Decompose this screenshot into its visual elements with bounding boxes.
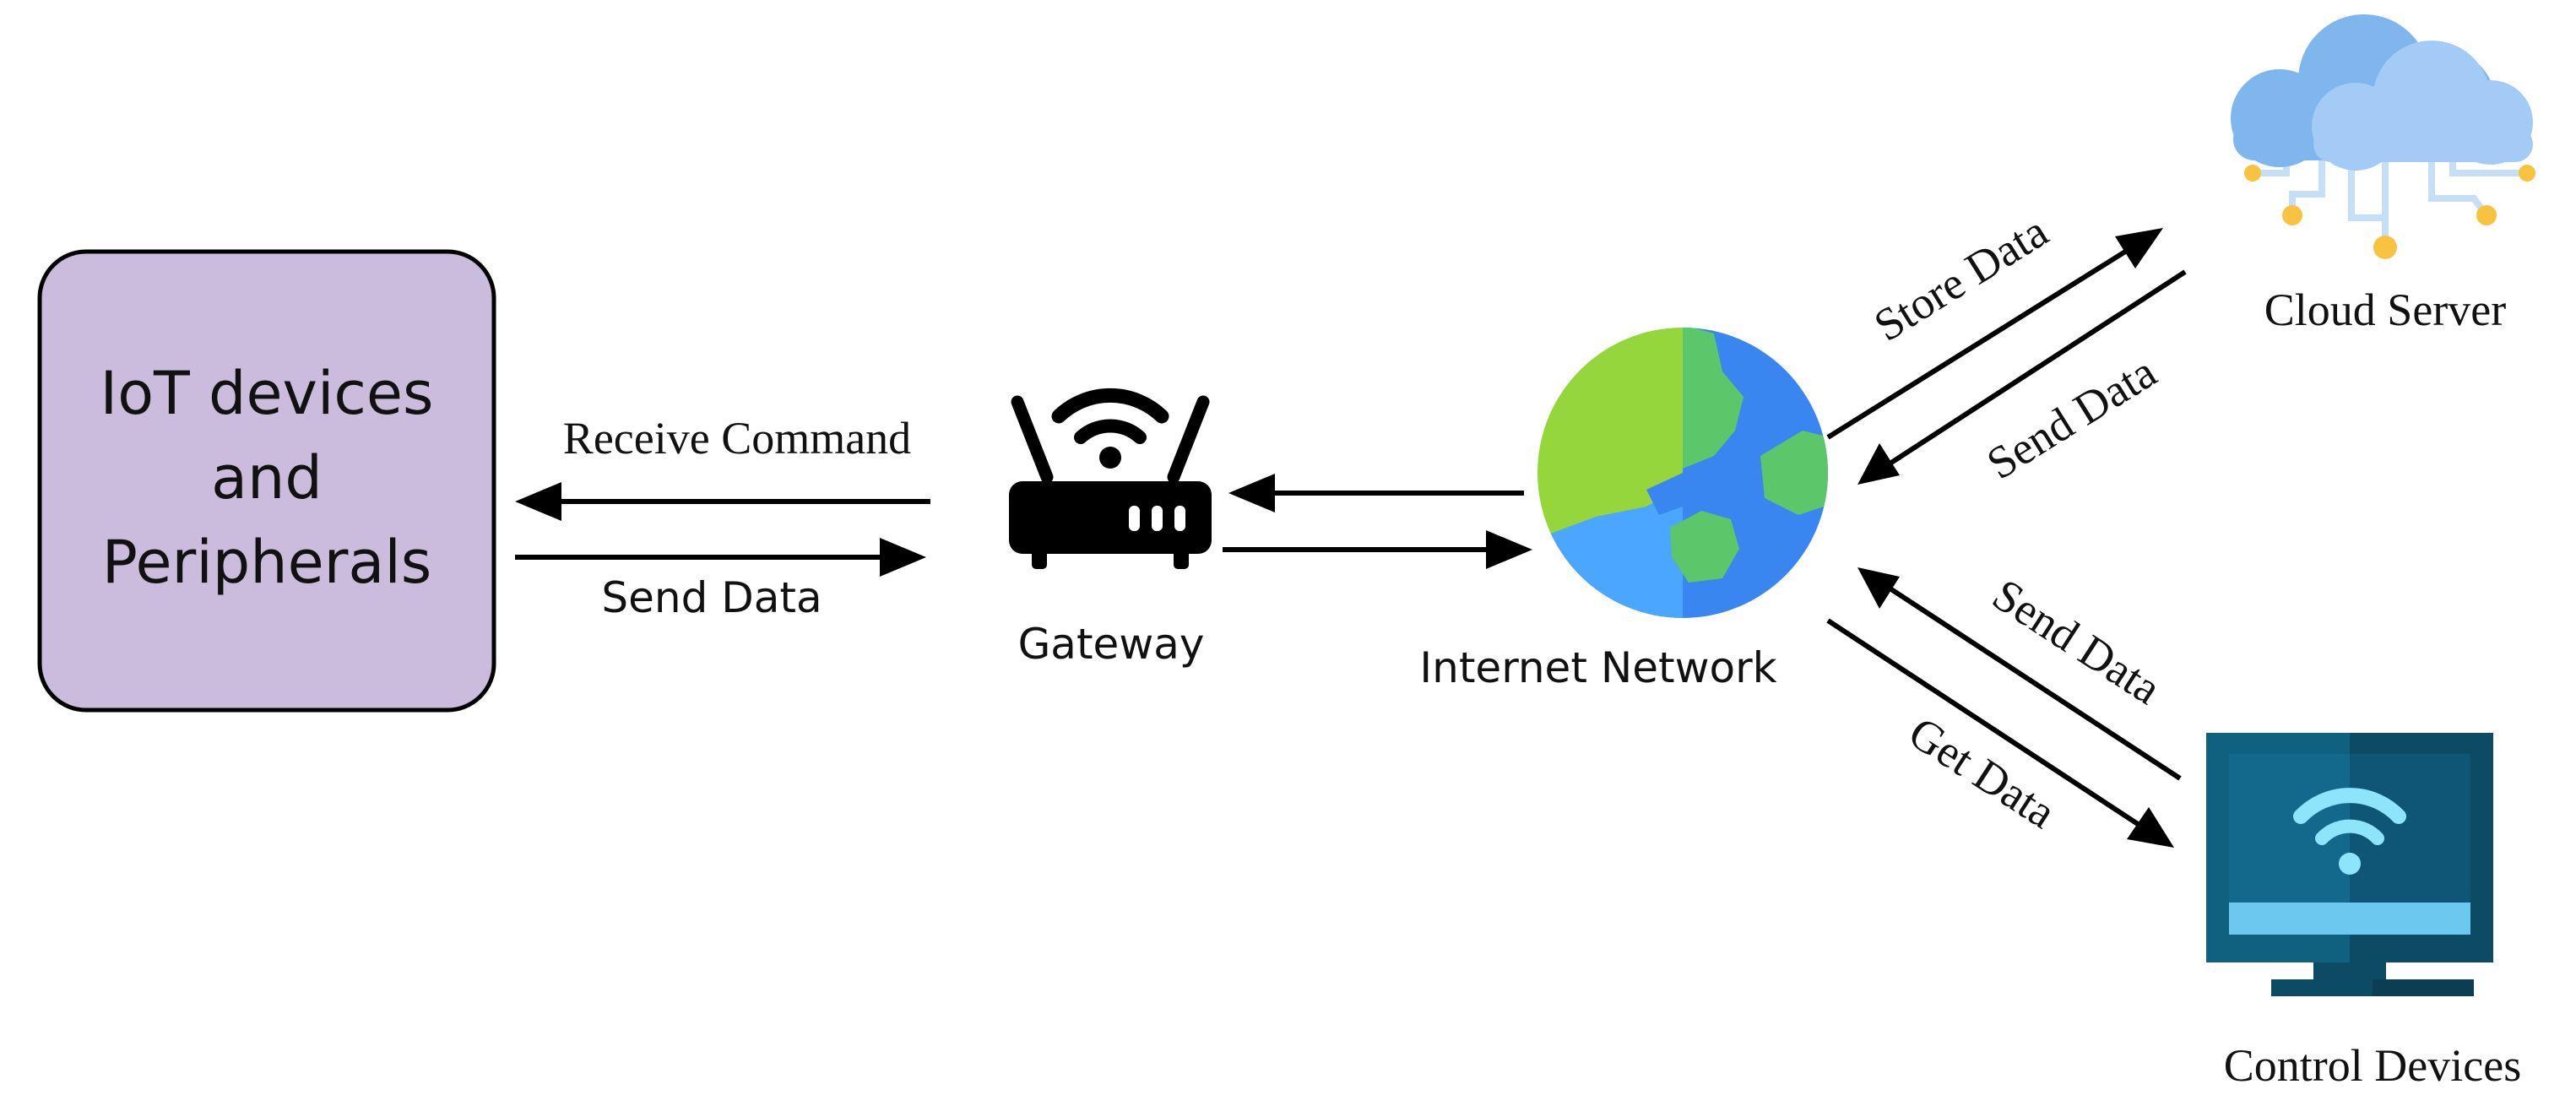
arrow-send-data-from-control [1857,567,2182,781]
label-store-data: Store Data [1865,205,2056,350]
label-send-data-control: Send Data [1984,569,2170,714]
iot-devices-node: IoT devices and Peripherals [37,249,496,713]
router-icon [1009,388,1212,569]
arrow-send-data-from-cloud [1857,269,2187,485]
label-send-data-gateway: Send Data [601,573,822,622]
cloud-icon [2231,14,2535,259]
iot-box-line-1: IoT devices [100,359,434,428]
arrow-store-data [1826,228,2163,440]
arrow-send-data-to-gateway [515,538,926,577]
label-receive-command: Receive Command [563,413,911,464]
label-gateway: Gateway [1018,620,1205,669]
label-control-devices: Control Devices [2224,1040,2521,1091]
globe-icon [1537,328,1828,618]
arrow-get-data [1826,618,2174,848]
arrow-internet-to-gateway [1228,474,1524,512]
iot-box-line-3: Peripherals [102,528,431,597]
label-get-data: Get Data [1900,707,2064,838]
arrow-gateway-to-internet [1223,530,1532,569]
monitor-wifi-icon [2206,733,2493,996]
label-internet-network: Internet Network [1419,643,1776,692]
label-cloud-server: Cloud Server [2264,285,2506,335]
iot-box-line-2: and [211,443,323,512]
iot-devices-box [37,249,496,713]
arrow-receive-command [515,482,930,521]
label-send-data-cloud: Send Data [1978,346,2165,489]
